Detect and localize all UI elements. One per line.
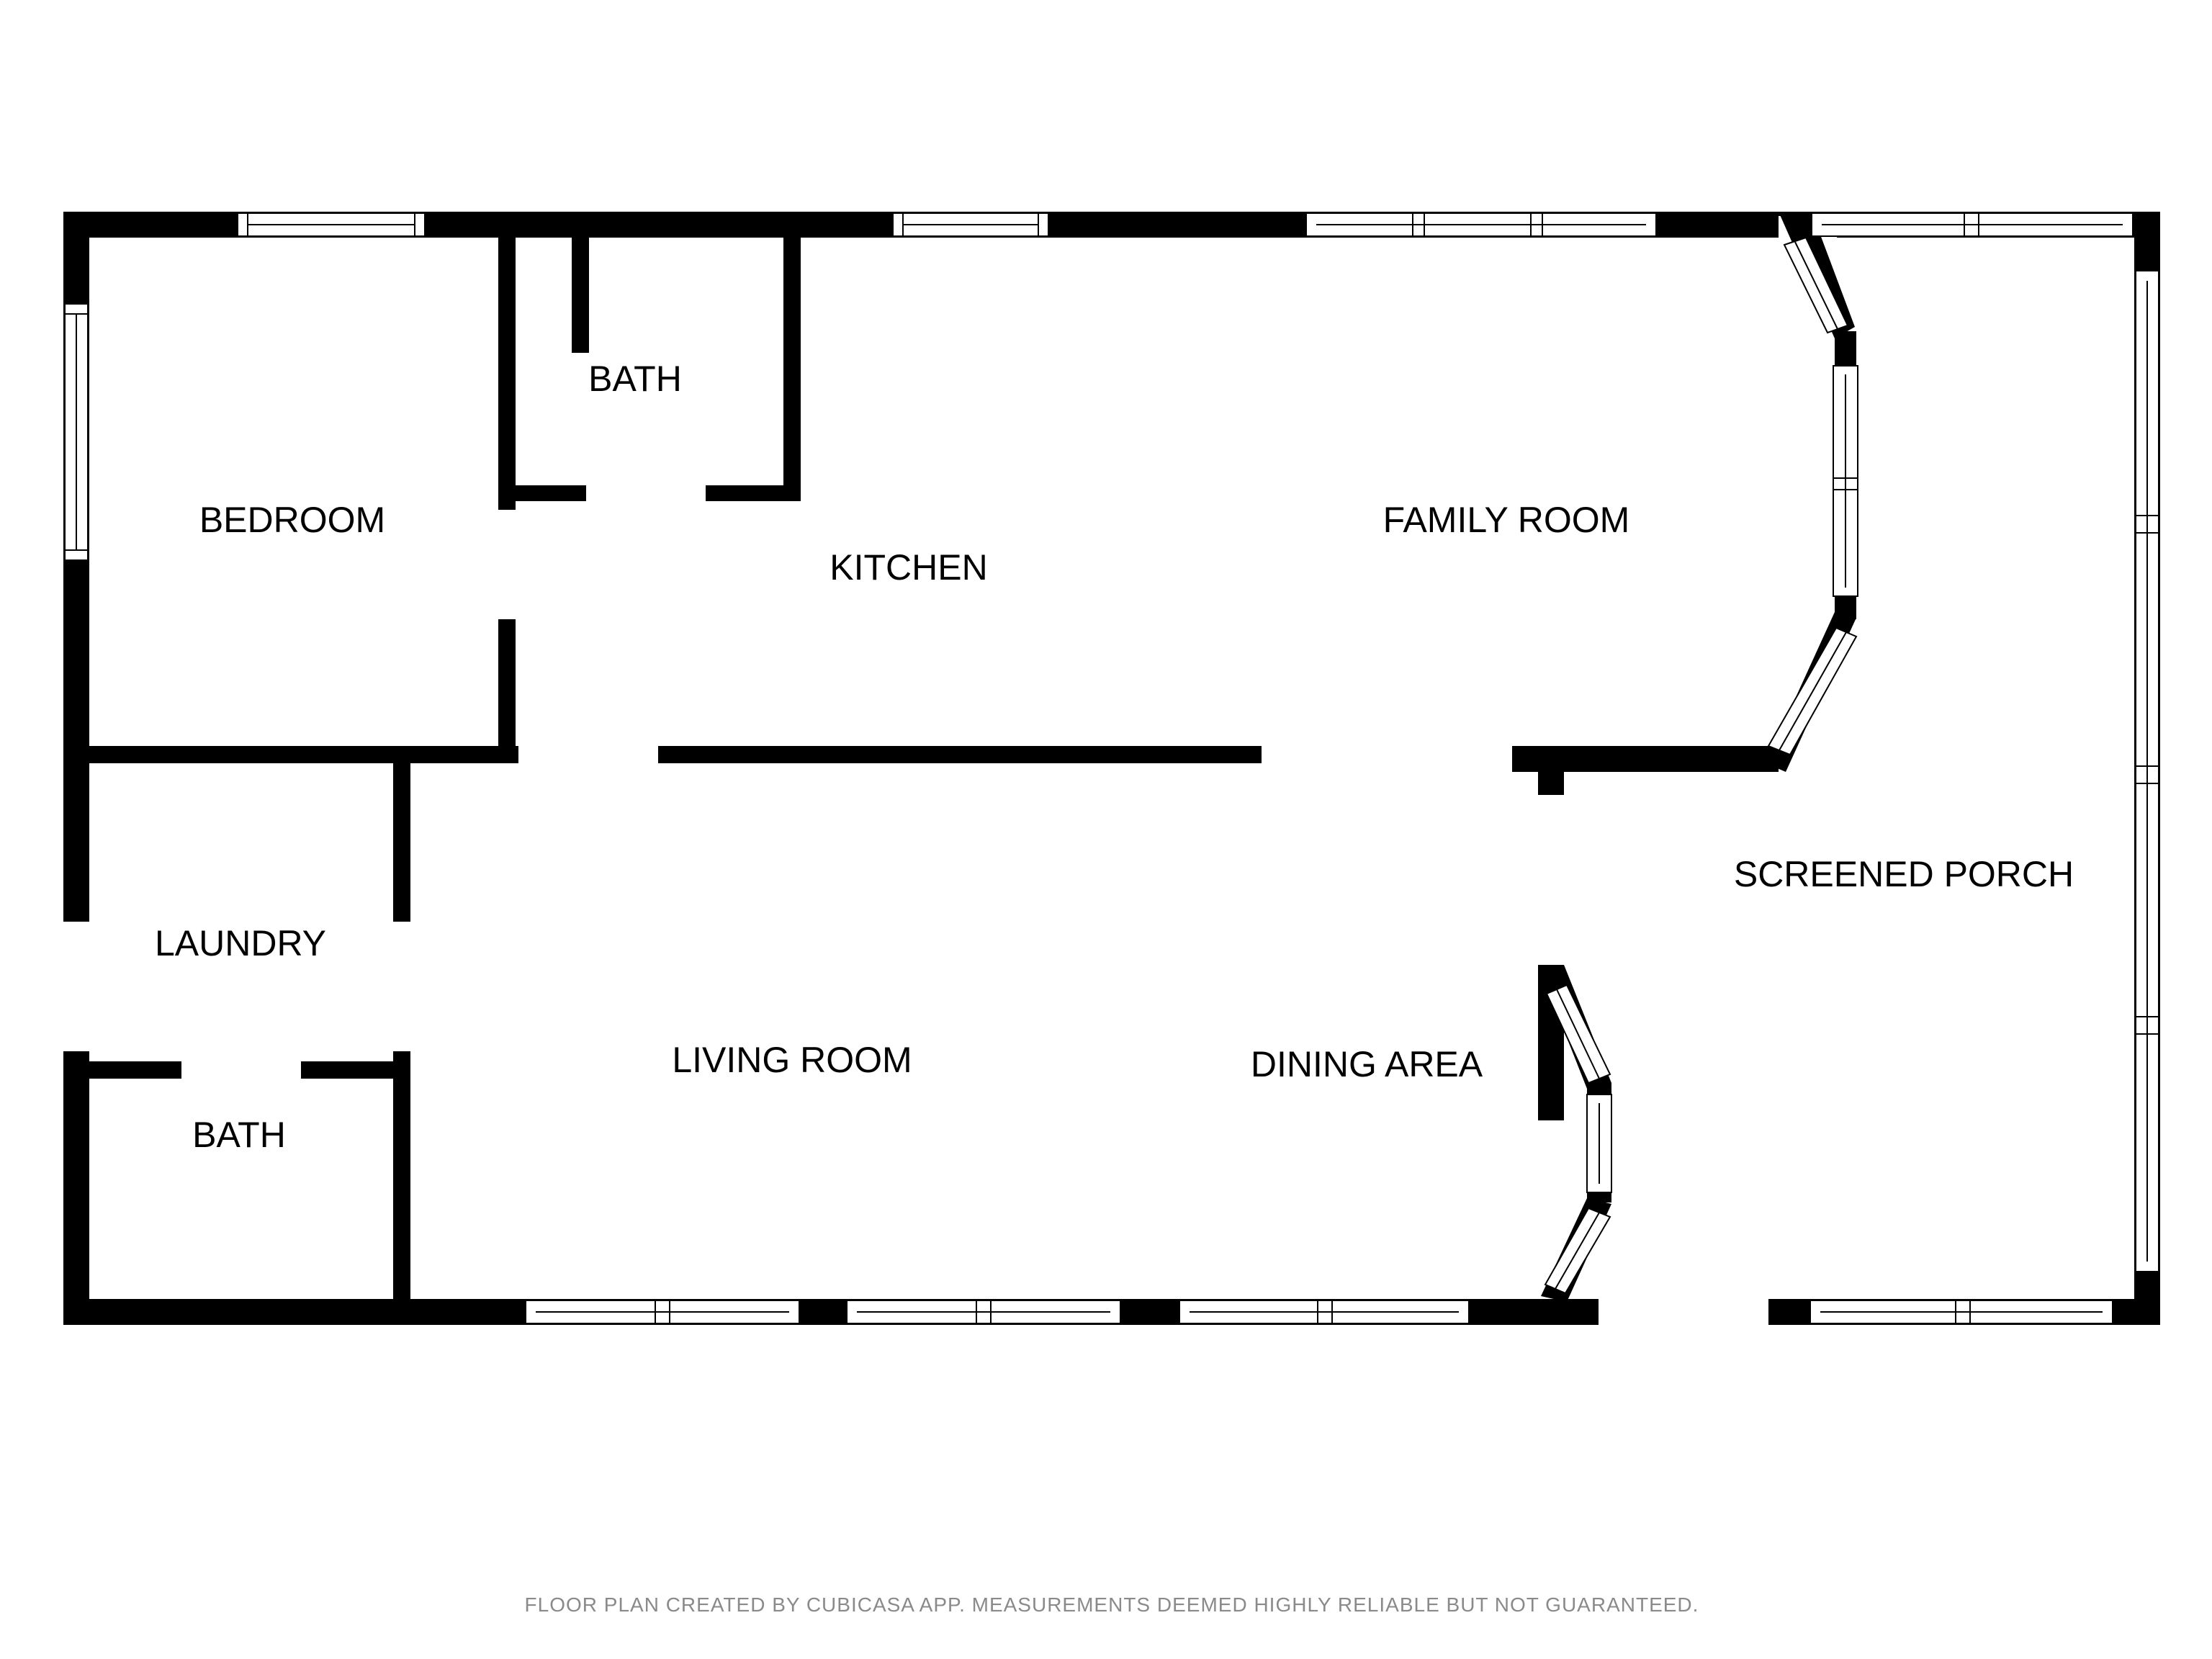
label-kitchen: KITCHEN (830, 547, 987, 588)
label-family-room: FAMILY ROOM (1383, 500, 1630, 540)
label-living-room: LIVING ROOM (672, 1040, 912, 1080)
interior-walls (63, 212, 1786, 1325)
room-labels: BATH BEDROOM KITCHEN FAMILY ROOM SCREENE… (155, 359, 2074, 1155)
opening-laundry-left (62, 922, 91, 1051)
window-bay-family-bottom (1767, 626, 1858, 756)
wall-bath-top-stub (572, 212, 589, 353)
window-bay-dining-bottom (1544, 1207, 1611, 1295)
opening-bedroom-door (497, 510, 517, 619)
opening-kitchen-living (518, 745, 658, 765)
opening-bath-bottom-door (181, 1060, 301, 1080)
wall-bedroom-right (498, 212, 516, 747)
label-screened-porch: SCREENED PORCH (1734, 854, 2074, 894)
opening-dining-porch (1537, 795, 1565, 965)
window-bay-dining-top (1545, 984, 1611, 1084)
label-bath-top: BATH (588, 359, 682, 399)
windows (64, 212, 2159, 1324)
window-bay-dining-vertical (1586, 1094, 1612, 1193)
label-dining-area: DINING AREA (1251, 1044, 1483, 1084)
label-bedroom: BEDROOM (199, 500, 385, 540)
wall-porch-bottom-left (1498, 1299, 1599, 1325)
window-top-kitchen (892, 212, 1049, 237)
window-bottom-porch (1809, 1300, 2113, 1324)
window-top-bedroom (237, 212, 426, 237)
window-top-family (1305, 212, 1657, 237)
window-bay-family-top (1783, 236, 1849, 334)
opening-bath-top-door (586, 484, 706, 503)
wall-bath-top-right (783, 212, 801, 501)
window-right-porch (2135, 270, 2159, 1272)
window-bottom-living-1 (525, 1300, 800, 1324)
opening-laundry-right (392, 922, 412, 1051)
window-bottom-living-2 (846, 1300, 1121, 1324)
window-left-bedroom (64, 303, 89, 561)
opening-porch-door (1599, 1298, 1768, 1326)
opening-family-dining (1262, 745, 1512, 765)
window-bay-family-vertical (1833, 365, 1858, 597)
label-laundry: LAUNDRY (155, 923, 326, 963)
window-bottom-dining (1179, 1300, 1470, 1324)
window-top-porch (1811, 212, 2134, 237)
label-bath-bottom: BATH (192, 1115, 286, 1155)
footer-disclaimer: FLOOR PLAN CREATED BY CUBICASA APP. MEAS… (525, 1593, 1699, 1616)
